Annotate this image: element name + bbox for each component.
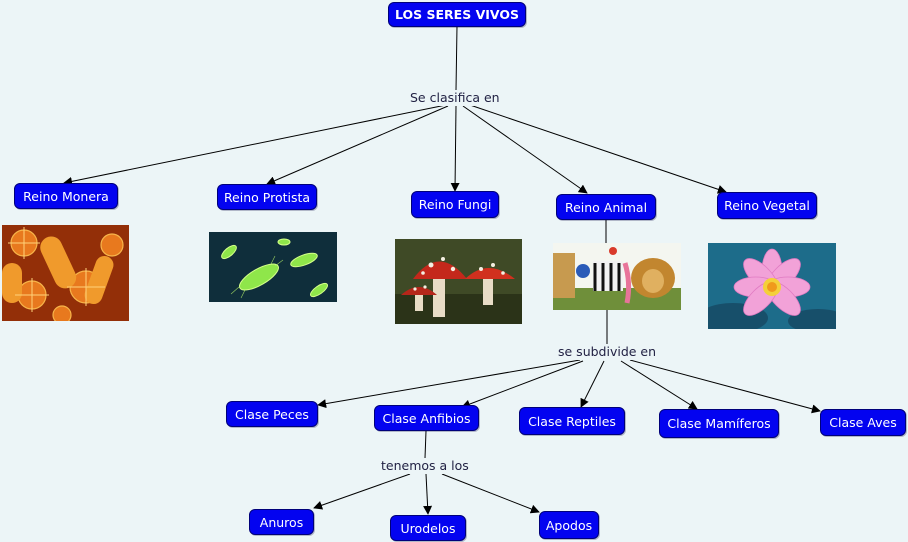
pink-lotus-photo xyxy=(708,243,836,329)
concept-clase-mamiferos[interactable]: Clase Mamíferos xyxy=(659,409,779,438)
animals-collage-photo xyxy=(553,243,681,310)
link-label-clasifica: Se clasifica en xyxy=(407,90,503,106)
concept-anuros[interactable]: Anuros xyxy=(249,509,314,535)
connector-monera xyxy=(63,104,447,186)
link-label-tenemos: tenemos a los xyxy=(378,458,472,474)
bacteria-cluster-photo xyxy=(2,225,129,321)
concept-reino-animal[interactable]: Reino Animal xyxy=(556,194,656,220)
connector-urodelos xyxy=(423,473,433,515)
connector-animal xyxy=(462,105,588,194)
concept-apodos[interactable]: Apodos xyxy=(539,511,599,539)
connector-reptiles xyxy=(580,360,605,408)
connector-apodos xyxy=(441,473,540,514)
concept-clase-aves[interactable]: Clase Aves xyxy=(820,409,906,436)
connector-anuros xyxy=(313,473,411,510)
concept-clase-anfibios[interactable]: Clase Anfibios xyxy=(374,405,479,431)
connector-peces xyxy=(317,359,581,409)
concept-reino-monera[interactable]: Reino Monera xyxy=(14,183,118,209)
connector-mamiferos xyxy=(620,360,698,410)
concept-reino-protista[interactable]: Reino Protista xyxy=(217,184,317,210)
concept-urodelos[interactable]: Urodelos xyxy=(390,515,466,541)
connector-root xyxy=(455,25,458,91)
root-concept[interactable]: LOS SERES VIVOS xyxy=(388,2,526,27)
red-mushrooms-photo xyxy=(395,239,522,324)
connector-protista xyxy=(266,105,449,185)
concept-reino-fungi[interactable]: Reino Fungi xyxy=(411,191,499,218)
connector-anfibios xyxy=(461,360,584,409)
link-label-subdivide: se subdivide en xyxy=(555,344,660,360)
connector-vegetal xyxy=(469,104,727,194)
connector-anfibios-down xyxy=(424,430,427,459)
concept-clase-reptiles[interactable]: Clase Reptiles xyxy=(519,407,625,435)
connector-fungi xyxy=(450,105,460,192)
concept-clase-peces[interactable]: Clase Peces xyxy=(226,401,318,427)
concept-reino-vegetal[interactable]: Reino Vegetal xyxy=(717,192,817,219)
protist-microbes-photo xyxy=(209,232,337,302)
connector-aves xyxy=(629,359,821,414)
